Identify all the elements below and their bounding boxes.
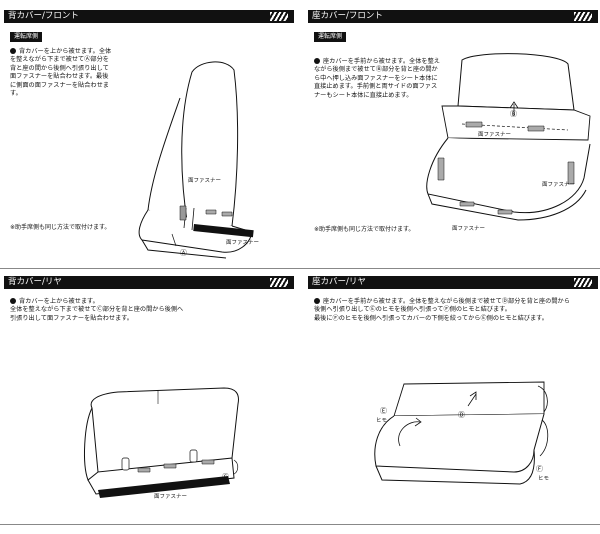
fastener-label: 面ファスナー [226, 240, 260, 246]
fastener-label: 面ファスナー [478, 132, 512, 138]
section-divider [0, 268, 600, 269]
panel-title: 座カバー/フロント [308, 10, 598, 23]
rear-seat-back-illustration [78, 384, 248, 498]
instruction-text: 座カバーを手前から被せます。全体を整えながら後側まで被せてⒷ部分を背と座の間から… [314, 58, 440, 99]
part-f-label: Ⓕ [536, 465, 543, 473]
fastener-label: 面ファスナー [452, 226, 486, 232]
instruction-text: 座カバーを手前から被せます。全体を整えながら後側まで被せてⒹ部分を背と座の間から… [314, 298, 570, 322]
part-c-label: Ⓒ [222, 473, 229, 481]
driver-side-badge: 運転席側 [10, 32, 43, 42]
bullet-icon [314, 298, 320, 304]
himo-label: ヒモ [376, 418, 388, 424]
bullet-icon [10, 48, 16, 54]
part-e-label: Ⓔ [380, 407, 387, 415]
fastener-label: 面ファスナー [154, 494, 188, 500]
rear-seat-cushion-illustration [364, 376, 554, 486]
panel-back-cover-front: 背カバー/フロント 運転席側 背カバーを上から被せます。全体を整えながら下まで被… [4, 10, 294, 264]
front-seat-cushion-illustration [418, 50, 598, 220]
panel-seat-cover-rear: 座カバー/リヤ 座カバーを手前から被せます。全体を整えながら後側まで被せてⒹ部分… [308, 276, 598, 530]
part-a-label: Ⓐ [180, 249, 187, 257]
part-d-label: Ⓓ [458, 411, 465, 419]
bullet-icon [314, 58, 320, 64]
panel-seat-cover-front: 座カバー/フロント 運転席側 座カバーを手前から被せます。全体を整えながら後側ま… [308, 10, 598, 264]
instruction-text: 背カバーを上から被せます。 全体を整えながら下まで被せてⒸ部分を背と座の間から後… [10, 298, 184, 322]
bottom-divider [0, 524, 600, 525]
bullet-icon [10, 298, 16, 304]
passenger-note: ※助手席側も同じ方法で取付けます。 [314, 226, 415, 233]
panel-title: 背カバー/フロント [4, 10, 294, 23]
fastener-label: 面ファスナー [188, 178, 222, 184]
himo-label: ヒモ [538, 476, 550, 482]
instruction-text: 背カバーを上から被せます。全体を整えながら下まで被せてⒶ部分を背と座の間から後側… [10, 48, 112, 98]
front-seat-back-illustration [122, 58, 254, 258]
driver-side-badge: 運転席側 [314, 32, 347, 42]
fastener-label: 面ファスナー [542, 182, 576, 188]
panel-title: 座カバー/リヤ [308, 276, 598, 289]
passenger-note: ※助手席側も同じ方法で取付けます。 [10, 224, 111, 231]
part-b-label: Ⓑ [510, 110, 517, 118]
panel-back-cover-rear: 背カバー/リヤ 背カバーを上から被せます。 全体を整えながら下まで被せてⒸ部分を… [4, 276, 294, 530]
panel-title: 背カバー/リヤ [4, 276, 294, 289]
